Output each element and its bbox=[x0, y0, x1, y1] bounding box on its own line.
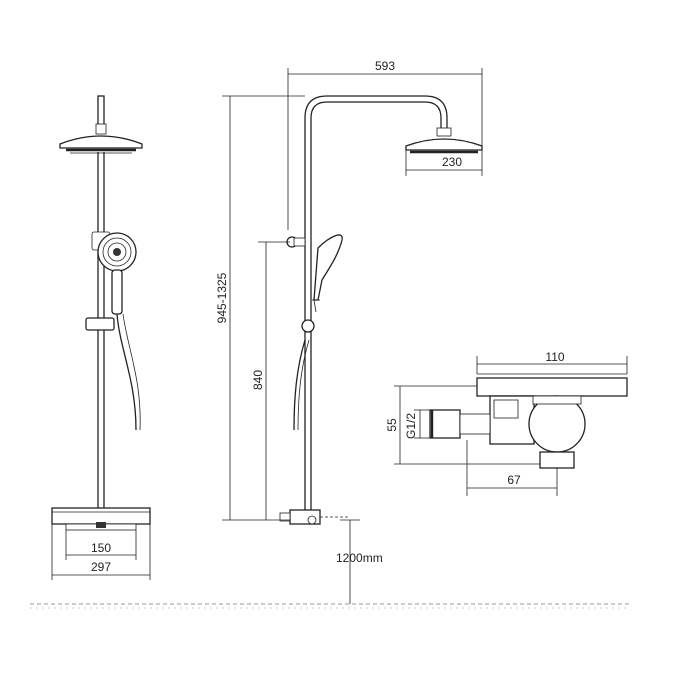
floor-line bbox=[30, 603, 630, 609]
front-valve bbox=[51, 507, 151, 531]
dim-head-diameter: 230 bbox=[442, 155, 462, 169]
dimension-110: 110 bbox=[476, 350, 628, 374]
dimension-g12: G1/2 bbox=[404, 409, 430, 439]
dim-install-height: 1200mm bbox=[336, 551, 383, 565]
dimension-230: 230 bbox=[405, 150, 483, 176]
dimension-67: 67 bbox=[466, 440, 558, 496]
dimension-593: 593 bbox=[287, 59, 483, 230]
valve-detail-view: 110 55 G1/2 67 bbox=[385, 350, 628, 496]
dimension-840: 840 bbox=[251, 241, 290, 520]
front-shower-head bbox=[59, 135, 143, 154]
side-valve bbox=[279, 509, 350, 525]
dimension-55: 55 bbox=[385, 385, 540, 465]
dimension-150: 150 bbox=[65, 530, 137, 560]
front-view: 150 297 bbox=[51, 95, 151, 580]
dimension-297: 297 bbox=[51, 524, 151, 580]
dim-valve-height: 55 bbox=[385, 418, 399, 432]
dim-valve-width: 110 bbox=[545, 350, 564, 364]
side-view: 230 593 bbox=[215, 59, 483, 604]
front-hand-shower bbox=[91, 231, 137, 315]
dimension-945-1325: 945-1325 bbox=[215, 95, 305, 521]
dim-handset-height: 840 bbox=[251, 370, 265, 390]
dim-height-range: 945-1325 bbox=[215, 272, 229, 323]
side-shower-head bbox=[405, 138, 483, 154]
dim-inlet-thread: G1/2 bbox=[404, 413, 418, 439]
dim-base-width: 297 bbox=[91, 560, 111, 574]
dim-bracket-spacing: 150 bbox=[91, 541, 111, 555]
dimension-1200mm: 1200mm bbox=[336, 519, 383, 604]
dim-arm-reach: 593 bbox=[375, 59, 395, 73]
dim-valve-depth: 67 bbox=[507, 473, 521, 487]
side-hand-shower bbox=[312, 234, 343, 313]
